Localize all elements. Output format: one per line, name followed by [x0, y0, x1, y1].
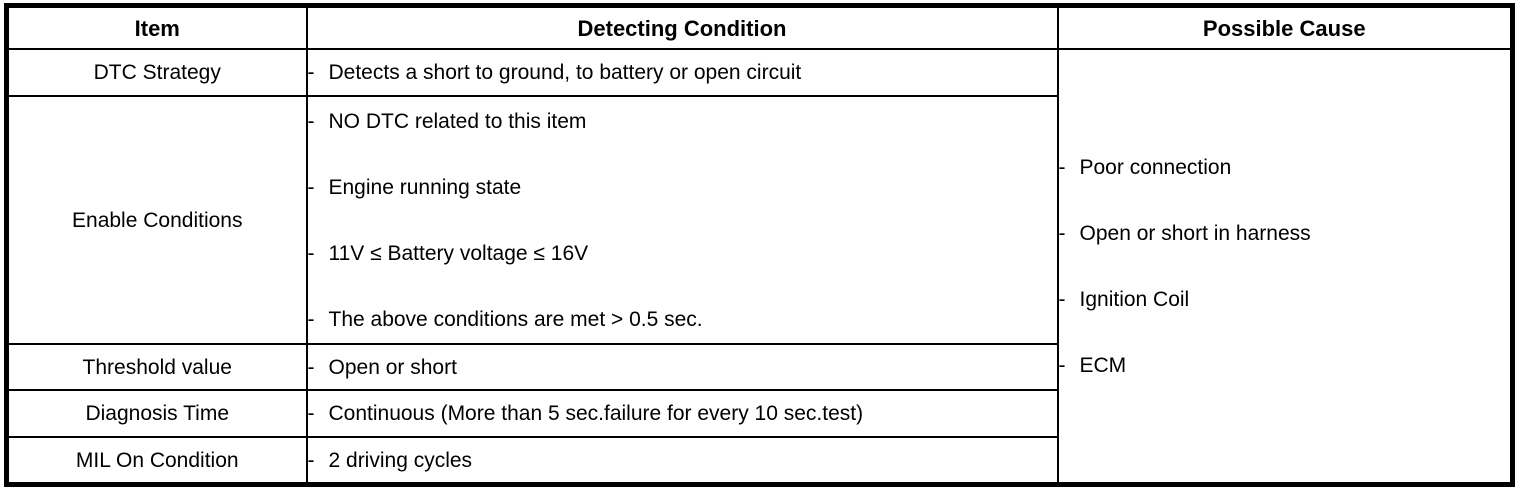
- possible-cause-list: - Poor connection - Open or short in har…: [1058, 155, 1511, 378]
- condition-text: Open or short: [328, 355, 457, 379]
- possible-cause-item: - Ignition Coil: [1058, 287, 1511, 312]
- table-row-enable-conditions: Enable Conditions - NO DTC related to th…: [5, 95, 1513, 345]
- condition-line: - 11V ≤ Battery voltage ≤ 16V: [307, 241, 1056, 266]
- bullet-dash: -: [1058, 155, 1066, 179]
- table-header-row: Item Detecting Condition Possible Cause: [5, 4, 1514, 50]
- bullet-dash: -: [307, 307, 315, 331]
- bullet-dash: -: [307, 402, 315, 425]
- possible-cause-cell: - Poor connection - Open or short in har…: [1056, 48, 1514, 486]
- dtc-detecting-condition-table: Item Detecting Condition Possible Cause …: [4, 3, 1515, 487]
- bullet-dash: -: [307, 241, 315, 265]
- condition-text: Continuous (More than 5 sec.failure for …: [328, 402, 864, 425]
- table-row-mil-on-condition: MIL On Condition - 2 driving cycles: [5, 436, 1513, 486]
- item-label-mil-on-condition: MIL On Condition: [5, 436, 308, 486]
- table-row-diagnosis-time: Diagnosis Time - Continuous (More than 5…: [5, 389, 1513, 438]
- possible-cause-text: Open or short in harness: [1079, 221, 1311, 245]
- bullet-dash: -: [307, 175, 315, 199]
- table-row-threshold-value: Threshold value - Open or short: [5, 343, 1513, 391]
- possible-cause-text: Poor connection: [1079, 155, 1232, 179]
- item-label-enable-conditions: Enable Conditions: [5, 95, 308, 345]
- table-row-dtc-strategy: DTC Strategy - Detects a short to ground…: [5, 48, 1514, 486]
- condition-text: Detects a short to ground, to battery or…: [328, 61, 802, 84]
- column-header-possible-cause: Possible Cause: [1056, 4, 1514, 50]
- condition-text: 11V ≤ Battery voltage ≤ 16V: [328, 241, 589, 265]
- possible-cause-item: - Poor connection: [1058, 155, 1511, 180]
- condition-line: - NO DTC related to this item: [307, 109, 1056, 134]
- bullet-dash: -: [307, 448, 315, 472]
- bullet-dash: -: [1058, 287, 1066, 311]
- condition-text: 2 driving cycles: [328, 448, 473, 472]
- column-header-item: Item: [5, 4, 308, 50]
- item-label-diagnosis-time: Diagnosis Time: [5, 389, 308, 438]
- condition-text: NO DTC related to this item: [328, 109, 587, 133]
- condition-line: - Detects a short to ground, to battery …: [307, 60, 1056, 85]
- bullet-dash: -: [1058, 221, 1066, 245]
- column-header-detecting-condition: Detecting Condition: [305, 4, 1059, 50]
- condition-cell-threshold-value: - Open or short: [305, 343, 1059, 391]
- condition-line: - The above conditions are met > 0.5 sec…: [307, 307, 1056, 332]
- condition-cell-dtc-strategy: - Detects a short to ground, to battery …: [305, 48, 1059, 97]
- condition-cell-diagnosis-time: - Continuous (More than 5 sec.failure fo…: [305, 389, 1059, 438]
- possible-cause-item: - Open or short in harness: [1058, 221, 1511, 246]
- bullet-dash: -: [307, 109, 315, 133]
- item-label-dtc-strategy: DTC Strategy: [5, 48, 308, 97]
- possible-cause-item: - ECM: [1058, 353, 1511, 378]
- condition-line: - Continuous (More than 5 sec.failure fo…: [307, 401, 1056, 426]
- condition-line: - Engine running state: [307, 175, 1056, 200]
- condition-line: - Open or short: [307, 355, 1056, 380]
- condition-list: - NO DTC related to this item - Engine r…: [307, 109, 1056, 332]
- possible-cause-text: ECM: [1079, 353, 1127, 377]
- condition-cell-mil-on-condition: - 2 driving cycles: [305, 436, 1059, 486]
- item-label-threshold-value: Threshold value: [5, 343, 308, 391]
- condition-cell-enable-conditions: - NO DTC related to this item - Engine r…: [305, 95, 1059, 345]
- possible-cause-text: Ignition Coil: [1079, 287, 1190, 311]
- condition-text: The above conditions are met > 0.5 sec.: [328, 307, 703, 331]
- bullet-dash: -: [307, 355, 315, 379]
- condition-line: - 2 driving cycles: [307, 448, 1056, 473]
- bullet-dash: -: [307, 61, 315, 84]
- bullet-dash: -: [1058, 353, 1066, 377]
- condition-text: Engine running state: [328, 175, 522, 199]
